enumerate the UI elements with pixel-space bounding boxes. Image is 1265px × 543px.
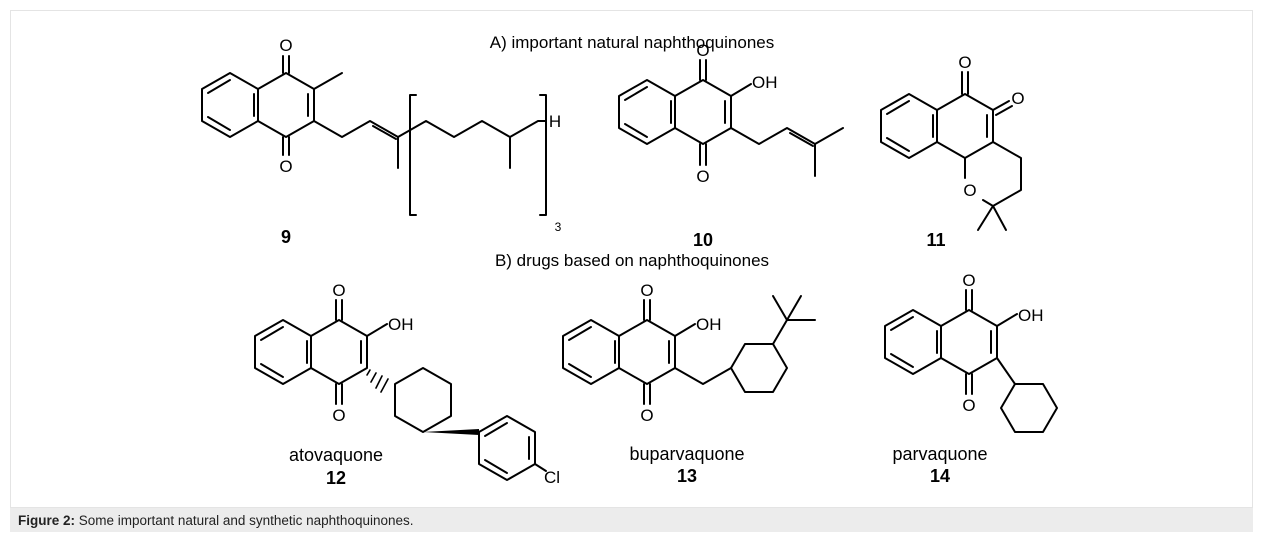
compound-9-oxygen-bottom: O [279, 157, 292, 176]
compound-9-structure [201, 55, 547, 216]
section-a-title: A) important natural naphthoquinones [490, 33, 774, 52]
caption-bar: Figure 2: Some important natural and syn… [10, 507, 1253, 532]
compound-12-name: atovaquone [289, 445, 383, 465]
compound-12-hydroxyl: OH [388, 315, 414, 334]
compound-13-oxygen-bottom: O [640, 406, 653, 425]
compound-9-hydrogen: H [549, 112, 561, 131]
compound-12-structure [254, 299, 547, 481]
compound-14-oxygen-top: O [962, 271, 975, 290]
compound-14-oxygen-bottom: O [962, 396, 975, 415]
compound-12-wedge-bond [423, 429, 479, 435]
compound-9-oxygen-top: O [279, 36, 292, 55]
compound-9-repeat-count: 3 [555, 220, 562, 234]
compound-12-stereo-bonds [366, 369, 389, 393]
compound-11-oxygen-right: O [1011, 89, 1024, 108]
compound-14-hydroxyl: OH [1018, 306, 1044, 325]
compound-14-structure [884, 289, 1058, 433]
compound-12-number: 12 [326, 468, 346, 488]
compound-13-structure [562, 295, 816, 405]
compound-10-number: 10 [693, 230, 713, 250]
compound-13-number: 13 [677, 466, 697, 486]
compound-10-oxygen-top: O [696, 41, 709, 60]
compound-11-ring-oxygen: O [963, 181, 976, 200]
compound-11-structure [880, 71, 1022, 231]
compound-10-hydroxyl: OH [752, 73, 778, 92]
section-b-title: B) drugs based on naphthoquinones [495, 251, 769, 270]
compound-14-name: parvaquone [892, 444, 987, 464]
compound-13-oxygen-top: O [640, 281, 653, 300]
figure-caption: Figure 2: Some important natural and syn… [18, 513, 414, 528]
compound-12-oxygen-bottom: O [332, 406, 345, 425]
compound-12-chlorine: Cl [544, 468, 560, 487]
compound-14-number: 14 [930, 466, 950, 486]
compound-10-oxygen-bottom: O [696, 167, 709, 186]
compound-13-name: buparvaquone [629, 444, 744, 464]
compound-9-number: 9 [281, 227, 291, 247]
compound-13-hydroxyl: OH [696, 315, 722, 334]
caption-text: Some important natural and synthetic nap… [78, 513, 414, 528]
compound-11-number: 11 [926, 230, 945, 250]
compound-10-structure [618, 59, 844, 177]
caption-label: Figure 2: [18, 513, 76, 528]
compound-12-oxygen-top: O [332, 281, 345, 300]
compound-11-oxygen-top: O [958, 53, 971, 72]
